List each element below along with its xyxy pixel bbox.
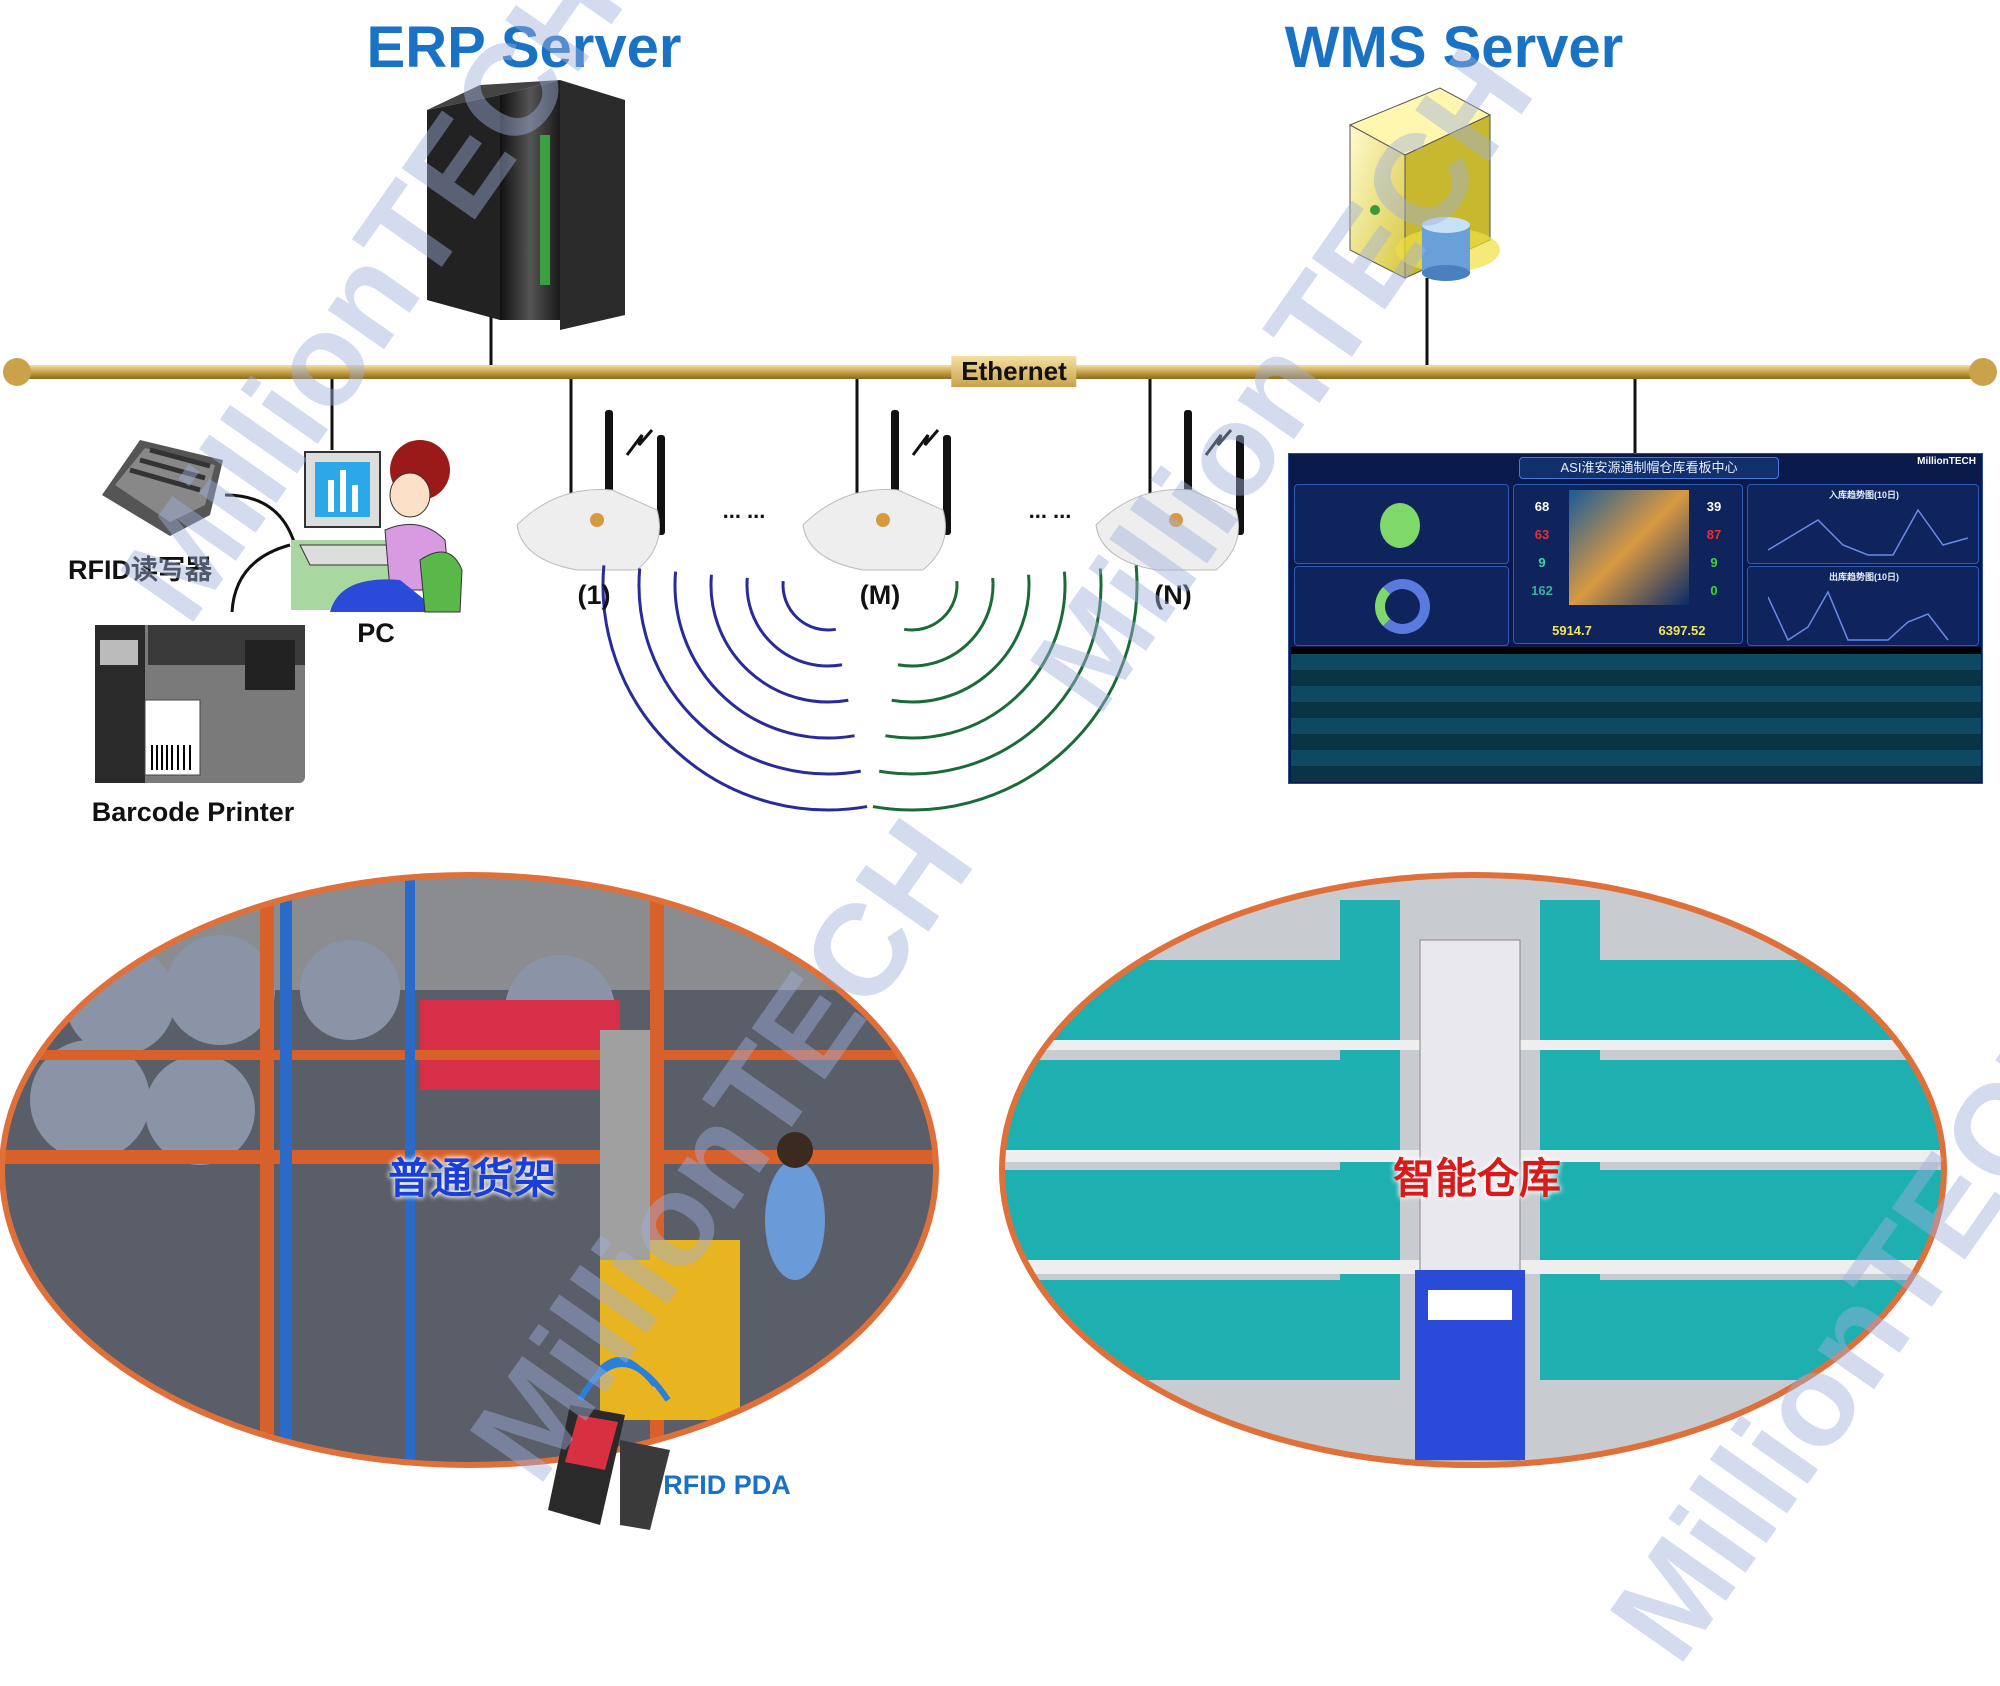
dashboard-tables [1291,654,1981,782]
smart-warehouse-frame [999,872,1947,1468]
access-point-icon-n [1095,410,1244,571]
stat-left-4: 162 [1531,583,1553,598]
stat-right-4: 0 [1710,583,1718,598]
ethernet-label: Ethernet [951,356,1077,387]
radio-wave-arc [903,580,959,632]
wms-server-icon [1348,87,1500,281]
access-point-icon-1 [516,410,665,571]
barcode-printer-icon [95,625,305,783]
radio-wave-arc [709,574,849,704]
inbound-chart-title: 入库趋势图(10日) [1828,490,1899,500]
access-point-label-n: (N) [1154,580,1192,610]
ellipsis-right: ... ... [1028,498,1072,523]
regular-shelves-frame [0,872,939,1468]
stat-right-1: 39 [1706,499,1722,514]
smart-warehouse-photo [1002,875,1944,1465]
stats-panel: 68 63 9 162 39 87 9 0 5914.7 6397.52 [1513,484,1743,644]
stat-right-3: 9 [1710,555,1718,570]
stat-left-2: 63 [1534,527,1550,542]
radio-wave-arc [872,565,1139,812]
radio-wave-arc [781,580,837,632]
radio-wave-arc [885,571,1067,740]
ellipsis-left: ... ... [722,498,766,523]
dashboard-title: ASI淮安源通制帽仓库看板中心 [1519,457,1779,479]
smart-warehouse-label: 智能仓库 [1392,1155,1562,1202]
pc-user-icon [291,440,463,613]
donut-panel [1294,566,1509,646]
inbound-trend-panel: 入库趋势图(10日) [1747,484,1979,564]
stat-left-1: 68 [1534,499,1550,514]
access-point-icon-m [802,410,951,571]
rfid-pda-icon [548,1357,671,1530]
inbound-weight: 5914.7 [1552,623,1592,638]
access-point-label-m: (M) [859,580,901,610]
dashboard-brand: MillionTECH [1917,456,1976,467]
radio-waves-left [601,565,868,812]
radio-wave-arc [637,568,862,776]
access-point-label-1: (1) [577,580,611,610]
wms-server-title: WMS Server [1284,15,1624,80]
erp-server-title: ERP Server [366,15,682,80]
radio-wave-arc [601,565,868,812]
rfid-pda-label: RFID PDA [663,1470,791,1500]
outbound-trend-panel: 出库趋势图(10日) [1747,566,1979,646]
radio-wave-arc [878,568,1103,776]
regular-shelves-label: 普通货架 [387,1155,557,1202]
rfid-reader-icon [102,440,223,536]
pc-label: PC [357,618,395,648]
stat-right-2: 87 [1706,527,1722,542]
outbound-chart-title: 出库趋势图(10日) [1828,572,1899,582]
pie-panel [1294,484,1509,564]
radio-waves-right [872,565,1139,812]
outbound-weight: 6397.52 [1658,623,1706,638]
rfid-reader-label: RFID读写器 [68,555,212,585]
dashboard-table-header [1291,647,1981,656]
diagram-graphics [0,80,1997,1530]
erp-server-icon [427,80,625,330]
barcode-printer-label: Barcode Printer [91,797,295,827]
stat-left-3: 9 [1538,555,1546,570]
radio-wave-arc [673,571,855,740]
connection-lines [224,278,1637,613]
radio-wave-arc [745,577,843,668]
radio-wave-arc [897,577,995,668]
wms-dashboard-screenshot: ASI淮安源通制帽仓库看板中心 MillionTECH 68 63 9 162 … [1288,453,1983,784]
radio-wave-arc [891,574,1031,704]
